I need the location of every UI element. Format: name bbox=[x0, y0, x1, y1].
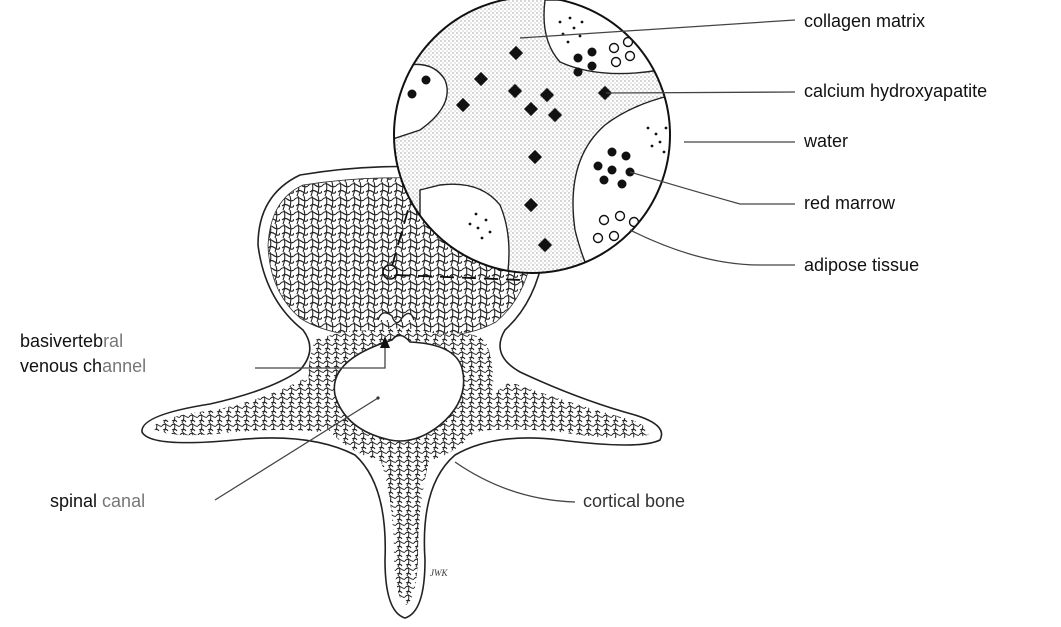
label-venous-channel: venous channel bbox=[20, 355, 146, 377]
label-basivertebral-dark: basivertеb bbox=[20, 331, 103, 351]
leader-cortical-bone bbox=[455, 462, 575, 502]
label-spinal-dark: spinal bbox=[50, 491, 97, 511]
label-basivertebral-light: ral bbox=[103, 331, 123, 351]
leader-adipose bbox=[630, 230, 795, 265]
label-adipose-tissue: adipose tissue bbox=[804, 254, 919, 276]
artist-signature: JWK bbox=[430, 568, 448, 578]
label-water: water bbox=[804, 130, 848, 152]
label-venous-channel-dark: venous ch bbox=[20, 356, 102, 376]
label-collagen-matrix: collagen matrix bbox=[804, 10, 925, 32]
label-cortical-bone: cortical bone bbox=[583, 490, 685, 512]
left-transverse-process bbox=[152, 378, 330, 435]
label-venous-channel-light: annel bbox=[102, 356, 146, 376]
label-red-marrow: red marrow bbox=[804, 192, 895, 214]
label-spinal-canal: spinal canal bbox=[50, 490, 145, 512]
label-calcium-hydroxyapatite: calcium hydroxyapatite bbox=[804, 80, 987, 102]
label-basivertebral: basivertеbral bbox=[20, 330, 123, 352]
label-spinal-light: canal bbox=[102, 491, 145, 511]
pocket-top bbox=[544, 0, 700, 74]
spinal-canal-leader-dot bbox=[376, 396, 379, 399]
